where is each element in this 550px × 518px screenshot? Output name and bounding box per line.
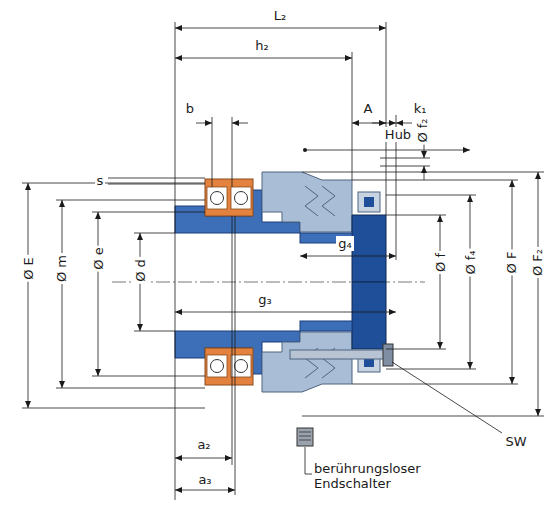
dimension-label: Ø e <box>91 245 106 271</box>
dimension-label: b <box>184 101 196 116</box>
dimension-label: Ø d <box>133 257 148 284</box>
dimension-label: Hub <box>383 127 413 142</box>
dimension-label: Ø E <box>21 255 36 282</box>
dimension-label: g₄ <box>336 236 353 251</box>
dimension-label: a₂ <box>195 437 212 452</box>
dimension-label: L₂ <box>272 8 288 23</box>
dimension-label: a₃ <box>196 472 213 487</box>
dimension-label: s <box>95 173 106 188</box>
dimension-label: Ø f₄ <box>463 248 478 276</box>
dimension-label: A <box>362 101 375 116</box>
dimension-label: Ø m <box>55 252 70 283</box>
dimension-label: g₃ <box>256 292 273 307</box>
dimension-label: SW <box>503 434 528 449</box>
dimension-label: Ø F <box>505 249 520 275</box>
dimension-label: h₂ <box>253 38 270 53</box>
dimension-label: k₁ <box>412 101 429 116</box>
dimension-label: Ø F₂ <box>531 246 546 277</box>
dimension-label: Ø f₂ <box>415 116 430 144</box>
component-label: berührungsloser Endschalter <box>312 461 428 491</box>
dimension-label: Ø f <box>432 251 447 274</box>
